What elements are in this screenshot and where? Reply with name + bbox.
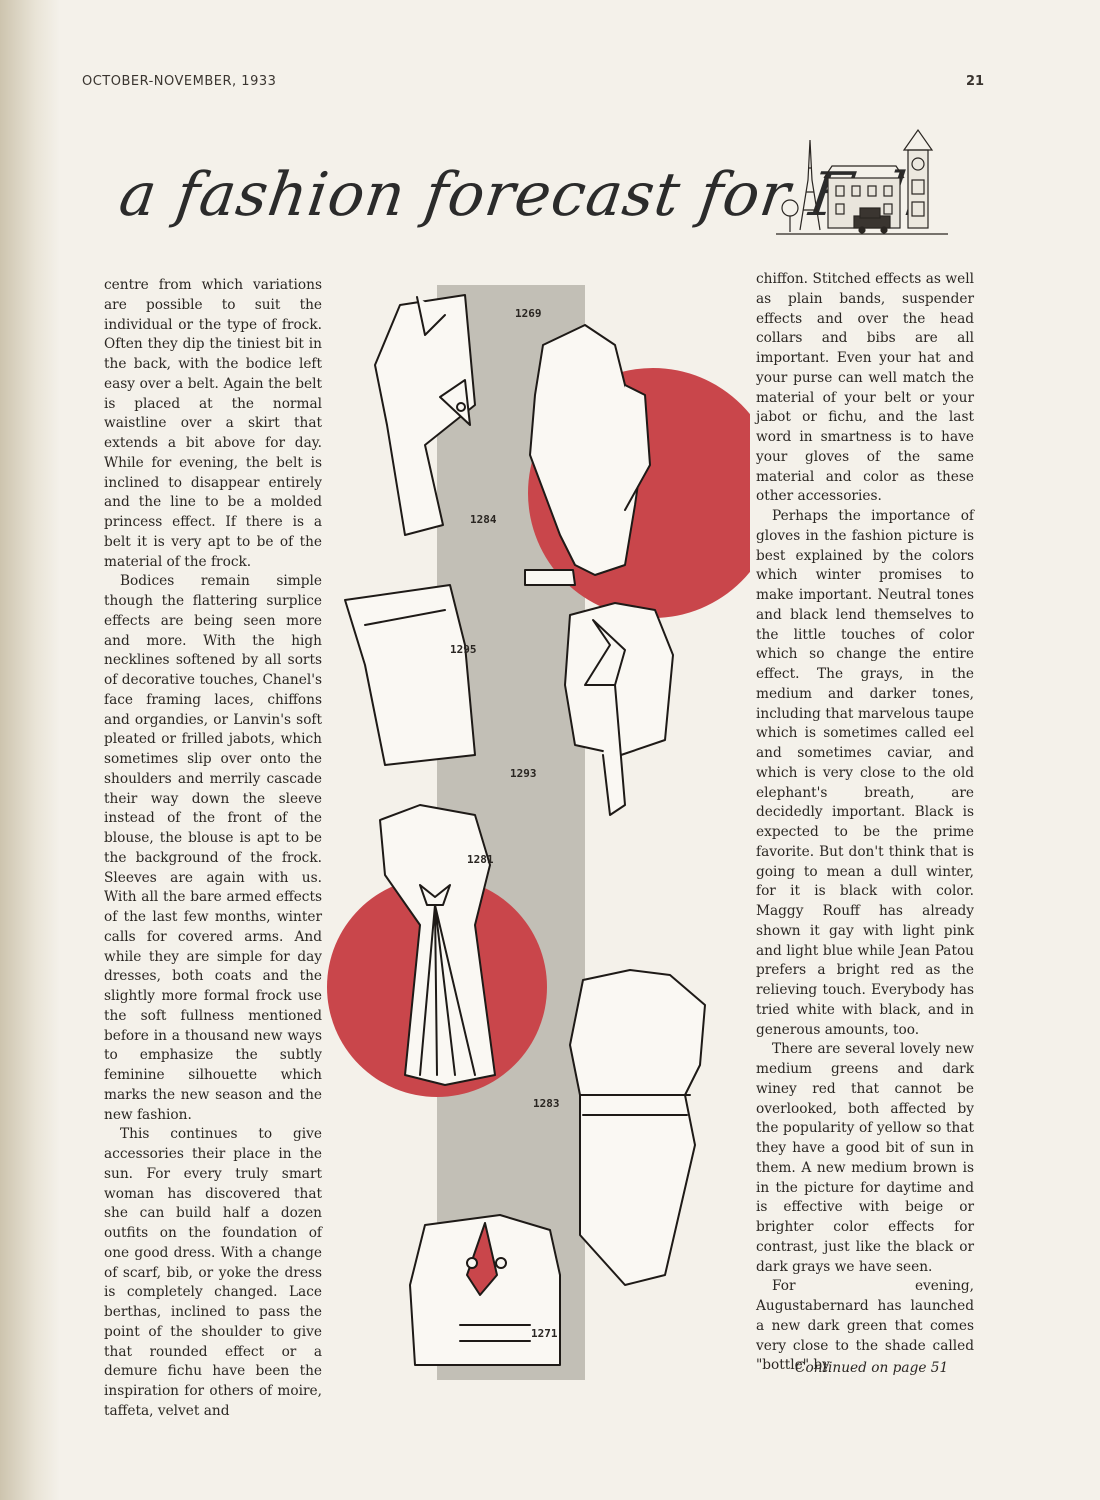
article-paragraph: Perhaps the importance of gloves in the … [756,508,974,1038]
article-paragraph: Bodices remain simple though the flatter… [104,573,322,1123]
fashion-sketch-illustration: 1269 1284 1295 1293 1281 1283 1271 [327,285,750,1380]
pattern-number-1281: 1281 [467,853,494,866]
article-paragraph: For evening, Augustabernard has launched… [756,1278,974,1374]
page-binding-shadow [0,0,60,1500]
continued-note: Continued on page 51 [795,1360,949,1376]
page-title: a fashion forecast for Fall [115,160,931,230]
right-article-column: chiffon. Stitched effects as well as pla… [756,270,974,1376]
paris-street-vignette [776,128,948,235]
article-paragraph: chiffon. Stitched effects as well as pla… [756,271,974,505]
left-article-column: centre from which variations are possibl… [104,276,322,1422]
issue-date: OCTOBER-NOVEMBER, 1933 [82,74,277,89]
pattern-number-1293: 1293 [510,767,537,780]
article-paragraph: centre from which variations are possibl… [104,277,322,570]
pattern-number-1295: 1295 [450,643,477,656]
article-paragraph: This continues to give accessories their… [104,1126,322,1419]
pattern-number-1271: 1271 [531,1327,558,1340]
pattern-number-1283: 1283 [533,1097,560,1110]
pattern-number-1269: 1269 [515,307,542,320]
article-paragraph: There are several lovely new medium gree… [756,1041,974,1275]
pattern-number-1284: 1284 [470,513,497,526]
page-number: 21 [966,74,985,89]
